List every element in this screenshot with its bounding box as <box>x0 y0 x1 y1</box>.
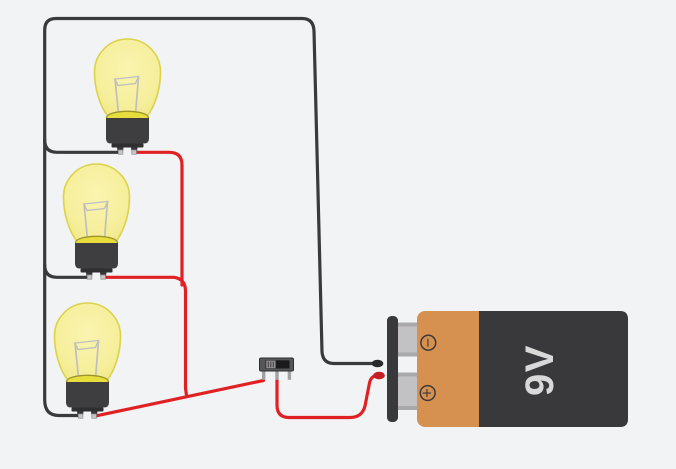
negative-terminal-label: − <box>421 337 436 348</box>
switch-leg-right <box>287 370 292 380</box>
positive-terminal-marker <box>419 384 436 402</box>
battery-terminal-top-shade <box>396 322 418 327</box>
wire-negative-bulb2[interactable] <box>43 263 92 279</box>
battery-voltage-label: 9V <box>518 344 562 396</box>
positive-terminal-label: + <box>420 388 435 399</box>
battery-terminal-top-shade2 <box>396 352 418 357</box>
slide-switch[interactable] <box>259 357 294 380</box>
lightbulb-1[interactable] <box>93 38 162 156</box>
battery-terminal-bottom-shade <box>396 372 418 377</box>
battery-terminal-bottom-shade2 <box>396 406 418 410</box>
switch-leg-left <box>262 370 266 380</box>
negative-terminal-marker <box>420 334 437 351</box>
wire-negative-main[interactable] <box>43 16 376 418</box>
battery-casing <box>479 311 628 427</box>
wire-positive-bulb1[interactable] <box>132 150 184 287</box>
battery-positive-lug[interactable] <box>373 371 385 380</box>
wire-negative-bulb1[interactable] <box>43 138 123 154</box>
switch-leg-middle <box>275 370 279 380</box>
wire-positive-switch-to-battery[interactable] <box>275 373 380 420</box>
wire-positive-bulb2[interactable] <box>101 275 189 398</box>
battery-terminal-bottom <box>396 372 418 410</box>
battery-terminal-top <box>396 322 418 357</box>
lightbulb-3[interactable] <box>53 302 122 420</box>
wire-positive-bulb3-to-switch[interactable] <box>92 378 266 418</box>
switch-recess <box>265 360 290 369</box>
lightbulb-2[interactable] <box>62 163 131 281</box>
battery-9v[interactable]: − + 9V <box>387 311 628 427</box>
switch-knob-grip-lines <box>267 361 274 368</box>
battery-negative-lug[interactable] <box>371 359 384 368</box>
battery-plate <box>387 316 398 422</box>
